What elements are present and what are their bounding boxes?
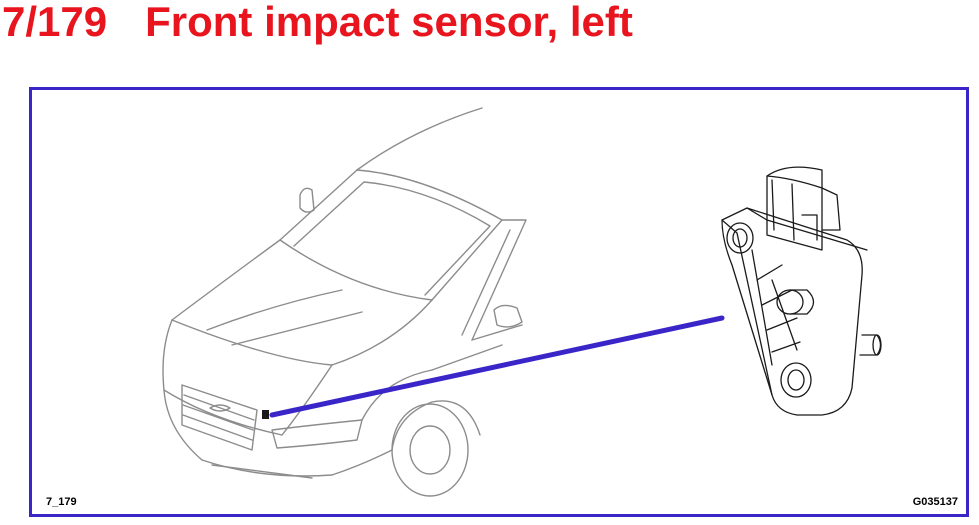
figure-illustration bbox=[162, 107, 882, 497]
page-number: 7/179 bbox=[2, 0, 108, 45]
impact-sensor-icon bbox=[721, 166, 882, 416]
car-front-left-icon bbox=[162, 107, 527, 497]
figure-frame: 7_179 G035137 bbox=[29, 87, 969, 517]
leader-line bbox=[269, 315, 725, 418]
sensor-location-marker bbox=[262, 410, 269, 419]
page-heading: Front impact sensor, left bbox=[145, 0, 633, 45]
page-title: 7/179 Front impact sensor, left bbox=[2, 0, 633, 48]
figure-reference-left: 7_179 bbox=[46, 496, 77, 508]
figure-reference-right: G035137 bbox=[912, 496, 958, 508]
